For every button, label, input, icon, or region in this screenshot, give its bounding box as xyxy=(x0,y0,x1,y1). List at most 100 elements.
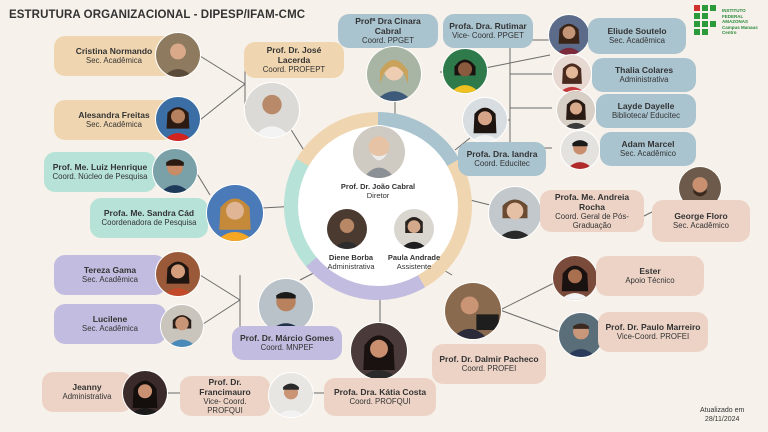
director-photo xyxy=(352,125,406,179)
card-tereza: Tereza Gama Sec. Acadêmica xyxy=(54,255,166,295)
card-cristina: Cristina Normando Sec. Acadêmica xyxy=(54,36,174,76)
assistant-role: Assistente xyxy=(396,262,432,271)
card-rutimar: Profa. Dra. Rutimar Vice- Coord. PPGET xyxy=(443,14,533,48)
photo-dalmir xyxy=(444,282,502,340)
photo-ester xyxy=(552,255,598,301)
name-marcio: Prof. Dr. Márcio Gomes xyxy=(240,333,334,344)
name-luiz: Prof. Me. Luiz Henrique xyxy=(52,162,148,173)
update-label: Atualizado em xyxy=(700,407,745,414)
logo-line-1: INSTITUTO FEDERAL xyxy=(722,8,746,19)
name-ester: Ester xyxy=(639,266,661,277)
name-tereza: Tereza Gama xyxy=(83,265,137,276)
photo-alesandra xyxy=(155,96,201,142)
name-thalia: Thalia Colares xyxy=(614,65,674,76)
role-tereza: Sec. Acadêmica xyxy=(82,275,138,285)
role-lacerda: Coord. PROFEPT xyxy=(262,65,326,75)
update-date: 28/11/2024 xyxy=(704,416,740,423)
assistant-label: Paula Andrade Assistente xyxy=(382,253,446,271)
card-thalia: Thalia Colares Administrativa xyxy=(592,58,696,92)
role-dalmir: Coord. PROFEI xyxy=(461,364,517,374)
ifam-logo xyxy=(692,2,764,42)
card-adam: Adam Marcel Sec. Acadêmico xyxy=(600,132,696,166)
card-cinara: Profª Dra Cinara Cabral Coord. PPGET xyxy=(338,14,438,48)
role-eliude: Sec. Acadêmica xyxy=(609,36,665,46)
photo-adam xyxy=(560,130,600,170)
role-sandra: Coordenadora de Pesquisa xyxy=(101,218,197,228)
role-katia: Coord. PROFQUI xyxy=(349,397,411,407)
role-iandra: Coord. Educitec xyxy=(474,159,530,169)
card-marcio: Prof. Dr. Márcio Gomes Coord. MNPEF xyxy=(232,326,342,360)
name-andreia: Profa. Me. Andreia Rocha xyxy=(554,191,630,212)
photo-luiz xyxy=(152,148,198,194)
photo-eliude xyxy=(548,14,590,56)
role-cinara: Coord. PPGET xyxy=(362,36,414,46)
card-andreia: Profa. Me. Andreia Rocha Coord. Geral de… xyxy=(540,190,644,232)
role-alesandra: Sec. Acadêmica xyxy=(86,120,142,130)
role-lucilene: Sec. Acadêmica xyxy=(82,324,138,334)
role-george: Sec. Acadêmico xyxy=(673,221,729,231)
admin-photo xyxy=(326,208,368,250)
photo-francimauro xyxy=(268,372,314,418)
update-note: Atualizado em 28/11/2024 xyxy=(700,406,744,424)
card-jeanny: Jeanny Administrativa xyxy=(42,372,132,412)
photo-marcio xyxy=(258,278,314,334)
card-katia: Profa. Dra. Kátia Costa Coord. PROFQUI xyxy=(324,378,436,416)
assistant-name: Paula Andrade xyxy=(387,253,441,262)
card-eliude: Eliude Soutelo Sec. Acadêmica xyxy=(588,18,686,54)
photo-marreiro xyxy=(558,312,604,358)
name-sandra: Profa. Me. Sandra Cád xyxy=(103,208,195,219)
name-adam: Adam Marcel xyxy=(621,139,675,150)
card-george: George Floro Sec. Acadêmico xyxy=(652,200,750,242)
photo-rutimar xyxy=(442,48,488,94)
admin-role: Administrativa xyxy=(327,262,375,271)
page-title: ESTRUTURA ORGANIZACIONAL - DIPESP/IFAM-C… xyxy=(9,9,306,21)
role-jeanny: Administrativa xyxy=(62,392,112,402)
logo-line-2: AMAZONAS xyxy=(722,19,748,24)
role-francimauro: Vice- Coord. PROFQUI xyxy=(203,396,247,416)
role-cristina: Sec. Acadêmica xyxy=(86,56,142,66)
photo-jeanny xyxy=(122,370,168,416)
photo-tereza xyxy=(155,251,201,297)
name-lacerda: Prof. Dr. José Lacerda xyxy=(266,45,322,66)
photo-sandra xyxy=(206,184,264,242)
card-alesandra: Alesandra Freitas Sec. Acadêmica xyxy=(54,100,174,140)
role-marreiro: Vice-Coord. PROFEI xyxy=(616,332,690,342)
name-cristina: Cristina Normando xyxy=(75,46,153,57)
name-jeanny: Jeanny xyxy=(72,382,102,393)
card-dalmir: Prof. Dr. Dalmir Pacheco Coord. PROFEI xyxy=(432,344,546,384)
card-lacerda: Prof. Dr. José Lacerda Coord. PROFEPT xyxy=(244,42,344,78)
role-adam: Sec. Acadêmico xyxy=(620,149,676,159)
card-ester: Ester Apoio Técnico xyxy=(596,256,704,296)
card-layde: Layde Dayelle Biblioteca/ Educitec xyxy=(596,94,696,128)
role-andreia: Coord. Geral de Pós-Graduação xyxy=(555,211,629,231)
card-iandra: Profa. Dra. Iandra Coord. Educitec xyxy=(458,142,546,176)
name-dalmir: Prof. Dr. Dalmir Pacheco xyxy=(439,354,539,365)
photo-andreia xyxy=(488,186,542,240)
director-role: Diretor xyxy=(366,191,390,200)
photo-lacerda xyxy=(244,82,300,138)
role-thalia: Administrativa xyxy=(619,75,669,85)
photo-lucilene xyxy=(160,304,204,348)
role-rutimar: Vice- Coord. PPGET xyxy=(452,31,524,41)
name-rutimar: Profa. Dra. Rutimar xyxy=(449,21,527,32)
role-marcio: Coord. MNPEF xyxy=(260,343,314,353)
admin-name: Diene Borba xyxy=(328,253,374,262)
card-luiz: Prof. Me. Luiz Henrique Coord. Núcleo de… xyxy=(44,152,156,192)
name-marreiro: Prof. Dr. Paulo Marreiro xyxy=(605,322,701,333)
photo-cristina xyxy=(155,32,201,78)
role-ester: Apoio Técnico xyxy=(625,276,675,286)
name-francimauro: Prof. Dr. Francimauro xyxy=(199,376,251,397)
admin-label: Diene Borba Administrativa xyxy=(314,253,388,271)
director-label: Prof. Dr. João Cabral Diretor xyxy=(318,182,438,200)
photo-iandra xyxy=(462,97,508,143)
photo-cinara xyxy=(366,46,422,102)
card-marreiro: Prof. Dr. Paulo Marreiro Vice-Coord. PRO… xyxy=(598,312,708,352)
name-alesandra: Alesandra Freitas xyxy=(78,110,150,121)
logo-line-3: Campus Manaus Centro xyxy=(722,24,758,36)
name-eliude: Eliude Soutelo xyxy=(607,26,667,37)
card-lucilene: Lucilene Sec. Acadêmica xyxy=(54,304,166,344)
photo-katia xyxy=(350,322,408,380)
assistant-photo xyxy=(393,208,435,250)
name-george: George Floro xyxy=(674,211,728,222)
